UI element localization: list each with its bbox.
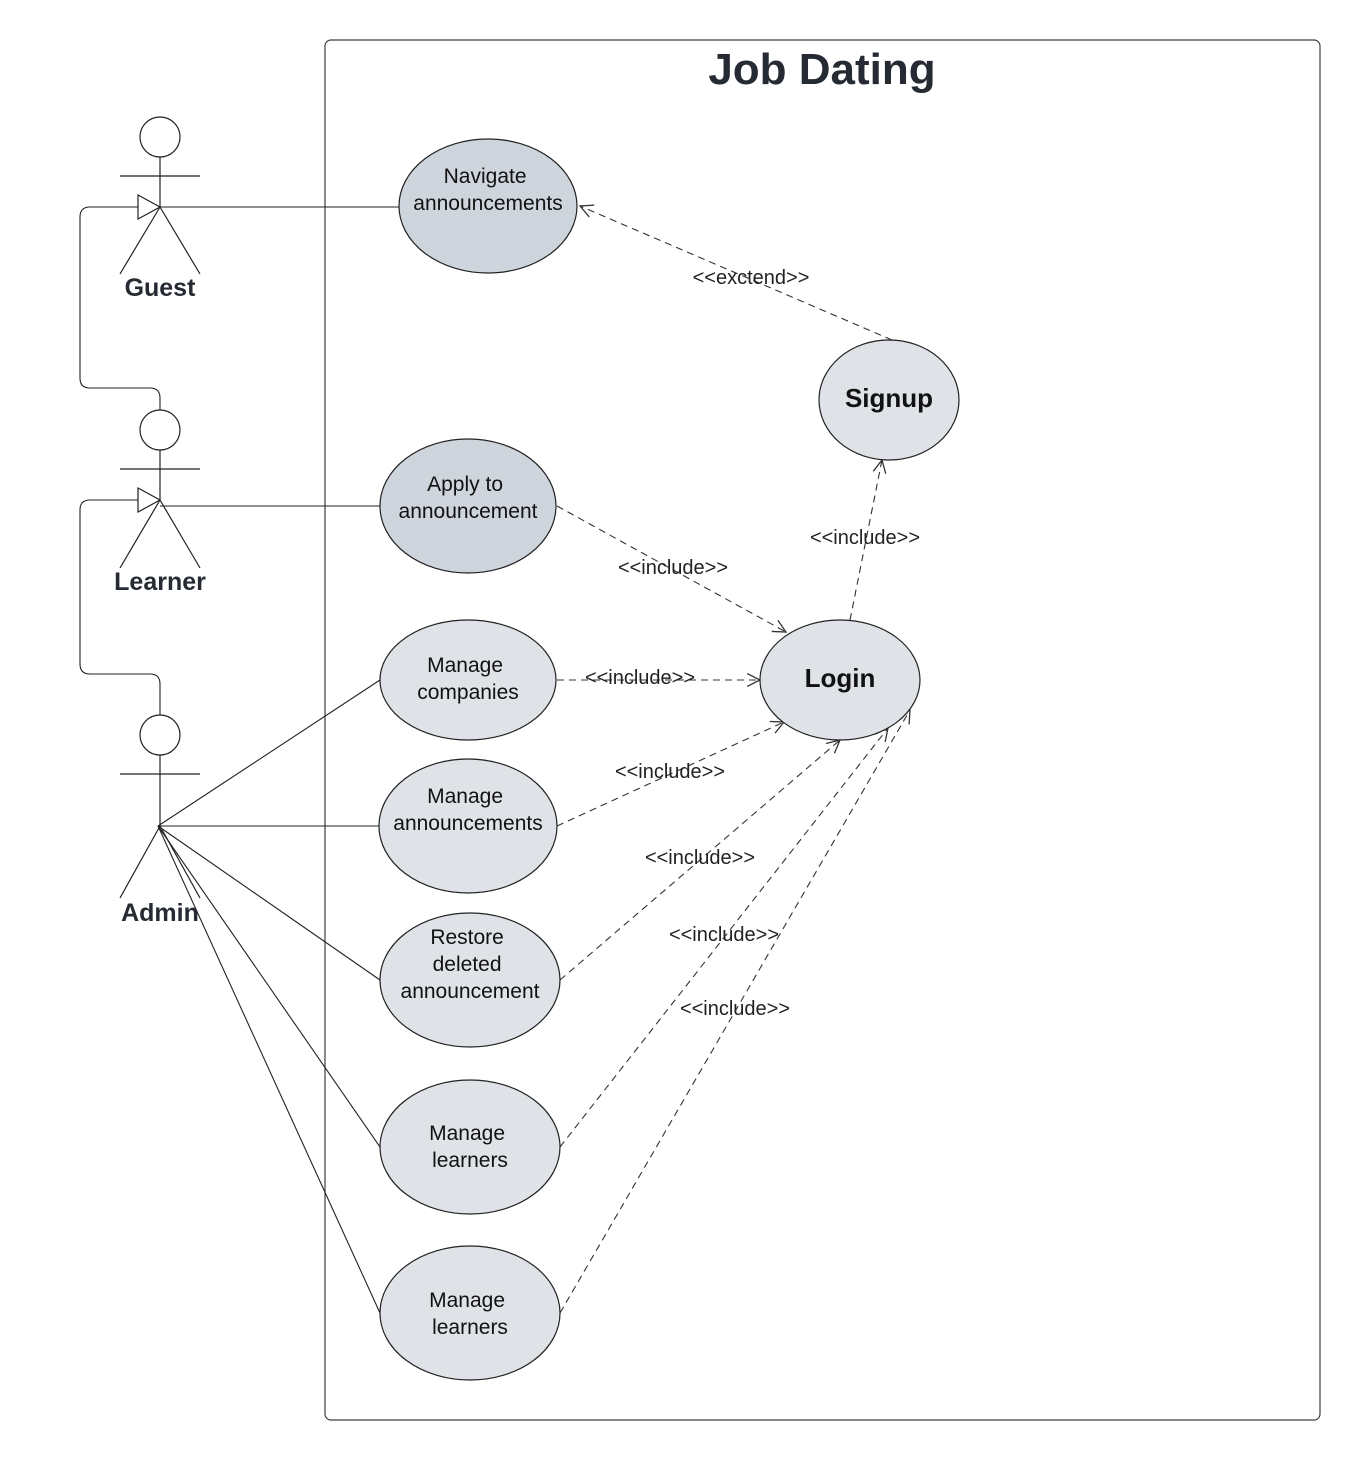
uc-navigate-line-2: announcements bbox=[413, 192, 562, 215]
uc-apply-line-1: Apply to bbox=[427, 473, 503, 496]
uc-login-label: Login bbox=[805, 663, 876, 693]
uc-announcements-line-1: Manage bbox=[427, 785, 503, 808]
actor-label-admin: Admin bbox=[121, 899, 199, 927]
uc-learners1-line-2: learners bbox=[432, 1149, 508, 1172]
actor-label-guest: Guest bbox=[125, 274, 197, 302]
include-label-apply: <<include>> bbox=[618, 557, 728, 579]
uc-restore-line-1: Restore bbox=[430, 926, 504, 949]
generalization-learner-guest bbox=[79, 193, 162, 410]
actor-label-learner: Learner bbox=[114, 568, 206, 596]
use-case-manage-companies: Manage companies bbox=[379, 619, 557, 741]
extend-signup-navigate bbox=[578, 204, 893, 341]
assoc-admin-learners-2 bbox=[157, 825, 381, 1314]
actor-learner: Learner bbox=[114, 409, 206, 596]
use-case-signup: Signup bbox=[818, 339, 960, 461]
uc-learners2-line-1: Manage bbox=[429, 1289, 505, 1312]
actor-admin: Admin bbox=[119, 714, 201, 927]
include-learners1-login bbox=[559, 726, 889, 1148]
use-case-navigate-announcements: Navigate announcements bbox=[398, 138, 578, 274]
include-label-signup: <<include>> bbox=[810, 527, 920, 549]
use-case-manage-announcements: Manage announcements bbox=[378, 758, 558, 894]
generalization-admin-learner bbox=[79, 486, 162, 715]
use-case-manage-learners-1: Manage learners bbox=[379, 1079, 561, 1215]
svg-text:Navigate announcements: Navigate announcements bbox=[413, 165, 562, 215]
use-case-apply-to-announcement: Apply to announcement bbox=[379, 438, 557, 574]
uc-companies-line-1: Manage bbox=[427, 654, 503, 677]
include-label-announcements: <<include>> bbox=[615, 761, 725, 783]
include-login-signup bbox=[849, 458, 887, 621]
svg-text:Manage announcements: Manage announcements bbox=[393, 785, 542, 835]
uc-companies-line-2: companies bbox=[417, 681, 519, 704]
include-apply-login bbox=[556, 505, 788, 633]
uc-signup-label: Signup bbox=[845, 383, 933, 413]
use-case-manage-learners-2: Manage learners bbox=[379, 1245, 561, 1381]
uc-announcements-line-2: announcements bbox=[393, 812, 542, 835]
svg-text:Manage learners: Manage learners bbox=[429, 1289, 511, 1339]
uc-apply-line-2: announcement bbox=[399, 500, 538, 523]
include-label-learners-1: <<include>> bbox=[669, 924, 779, 946]
svg-text:Apply to announcement: Apply to announcement bbox=[399, 473, 538, 523]
extend-label: <<exctend>> bbox=[693, 267, 810, 289]
include-announcements-login bbox=[556, 720, 786, 827]
actor-guest: Guest bbox=[119, 116, 201, 302]
uc-restore-line-2: deleted bbox=[433, 953, 502, 976]
include-label-companies: <<include>> bbox=[585, 667, 695, 689]
uc-navigate-line-1: Navigate bbox=[444, 165, 527, 188]
use-case-login: Login bbox=[759, 619, 921, 741]
svg-text:Restore deleted an: Restore deleted announcement bbox=[401, 926, 540, 1003]
include-label-learners-2: <<include>> bbox=[680, 998, 790, 1020]
include-restore-login bbox=[559, 739, 842, 981]
uc-learners1-line-1: Manage bbox=[429, 1122, 505, 1145]
svg-text:Manage learners: Manage learners bbox=[429, 1122, 511, 1172]
use-case-restore-deleted-announcement: Restore deleted announcement bbox=[379, 912, 561, 1048]
include-label-restore: <<include>> bbox=[645, 847, 755, 869]
assoc-admin-learners-1 bbox=[157, 825, 381, 1148]
include-learners2-login bbox=[559, 708, 911, 1314]
system-title: Job Dating bbox=[708, 45, 935, 94]
assoc-admin-restore bbox=[157, 825, 381, 981]
uc-restore-line-3: announcement bbox=[401, 980, 540, 1003]
uc-learners2-line-2: learners bbox=[432, 1316, 508, 1339]
assoc-admin-companies bbox=[157, 679, 381, 827]
svg-text:Manage companies: Manage companies bbox=[417, 654, 519, 704]
